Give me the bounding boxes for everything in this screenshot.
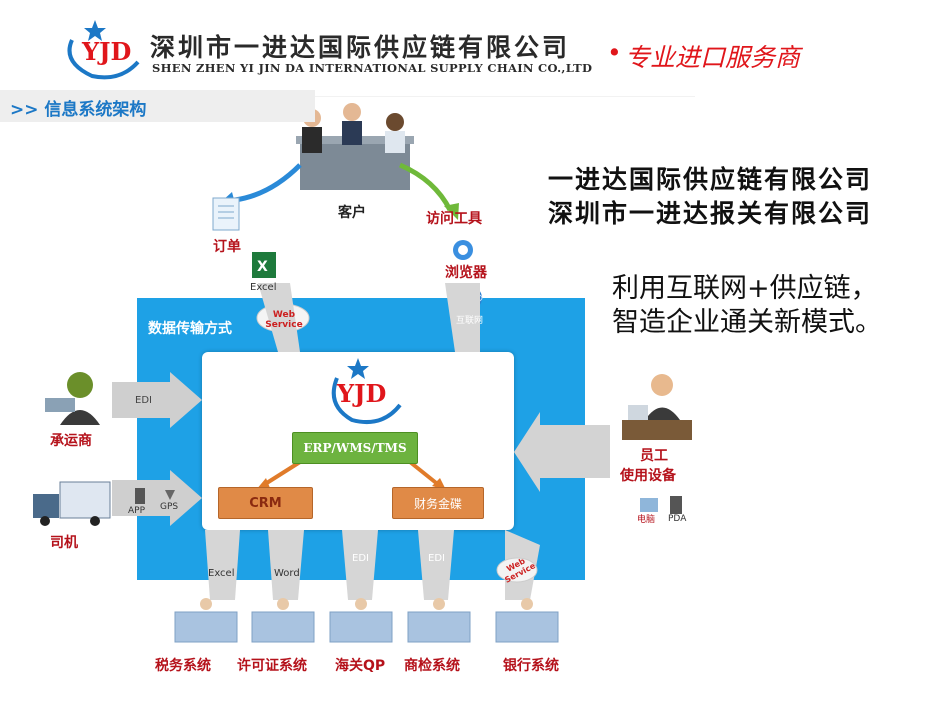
yjd-logo-icon: YJD (67, 20, 140, 80)
license-system-label: 许可证系统 (237, 658, 307, 674)
pc-icon (640, 498, 658, 512)
crm-box: CRM (218, 487, 313, 519)
driver-label: 司机 (50, 535, 78, 551)
customs-edi-label: EDI (352, 553, 369, 564)
customer-label: 客户 (338, 205, 366, 221)
employee-arrow-icon (514, 412, 610, 492)
customs-arrow-icon (342, 530, 378, 600)
license-arrow-icon (268, 530, 304, 600)
app-label: APP (128, 506, 146, 516)
employee-label: 员工 (640, 448, 668, 464)
web-service-bottom-cloud-icon (496, 557, 538, 583)
carrier-edi-label: EDI (135, 395, 152, 406)
carrier-label: 承运商 (50, 433, 92, 449)
section-bar (0, 90, 315, 122)
erp-crm-connector-icon (260, 460, 302, 488)
carrier-person-icon (45, 372, 100, 425)
company-line-1: 一进达国际供应链有限公司 (548, 165, 873, 194)
erp-finance-connector-icon (408, 460, 442, 488)
finance-box: 财务金碟 (392, 487, 484, 519)
inspection-system-label: 商检系统 (404, 658, 460, 674)
divider (315, 96, 695, 97)
customs-qp-label: 海关QP (335, 658, 386, 674)
company-line-2: 深圳市一进达报关有限公司 (548, 199, 873, 228)
excel-icon: X (252, 252, 276, 278)
internet-label: 互联网 (456, 316, 484, 326)
section-title: >> 信息系统架构 (10, 100, 147, 120)
tax-system-label: 税务系统 (155, 658, 211, 674)
word-label: Word (274, 568, 300, 579)
tagline-line-1: 利用互联网+供应链， (612, 273, 878, 304)
company-chinese-name: 深圳市一进达国际供应链有限公司 (150, 33, 571, 62)
erp-wms-tms-box: ERP/WMS/TMS (292, 432, 418, 464)
carrier-edi-arrow-icon (112, 372, 202, 428)
arrow-to-tool-icon (399, 162, 453, 212)
center-yjd-logo-icon: YJD (331, 358, 402, 425)
device-use-label: 使用设备 (620, 468, 676, 484)
panel-label: 数据传输方式 (148, 321, 232, 337)
center-logo-text: YJD (336, 379, 386, 408)
bank-system-label: 银行系统 (503, 658, 559, 674)
desk-workers-icon (174, 598, 559, 643)
excel-bottom-label: Excel (208, 568, 235, 579)
slogan: 专业进口服务商 (625, 43, 801, 72)
gps-satellite-icon (165, 490, 175, 500)
inspection-arrow-icon (418, 530, 454, 600)
order-label: 订单 (213, 239, 241, 255)
visit-tool-label: 访问工具 (426, 211, 482, 227)
browser-icon (453, 240, 473, 260)
arrow-to-order-icon (234, 163, 302, 203)
truck-icon (33, 481, 111, 526)
order-document-icon (212, 197, 240, 231)
slogan-bullet: • (607, 38, 622, 67)
inspection-edi-label: EDI (428, 553, 445, 564)
tax-arrow-icon (205, 530, 240, 600)
company-english-name: SHEN ZHEN YI JIN DA INTERNATIONAL SUPPLY… (152, 61, 593, 75)
phone-app-icon (135, 488, 145, 504)
pda-label: PDA (668, 514, 687, 524)
customer-meeting-icon (296, 103, 414, 190)
pda-icon (670, 496, 682, 514)
logo-text: YJD (81, 37, 131, 66)
gps-label: GPS (160, 502, 179, 512)
excel-label: Excel (250, 282, 277, 293)
browser-label: 浏览器 (445, 265, 487, 281)
tagline-line-2: 智造企业通关新模式。 (612, 307, 882, 338)
employee-person-icon (622, 374, 692, 440)
pc-label: 电脑 (637, 515, 656, 525)
svg-text:X: X (257, 259, 268, 275)
driver-arrow-icon (112, 470, 202, 526)
browser-down-arrow-icon (445, 283, 480, 352)
excel-down-arrow-icon (258, 283, 300, 352)
web-service-label: Web Service (265, 310, 303, 330)
